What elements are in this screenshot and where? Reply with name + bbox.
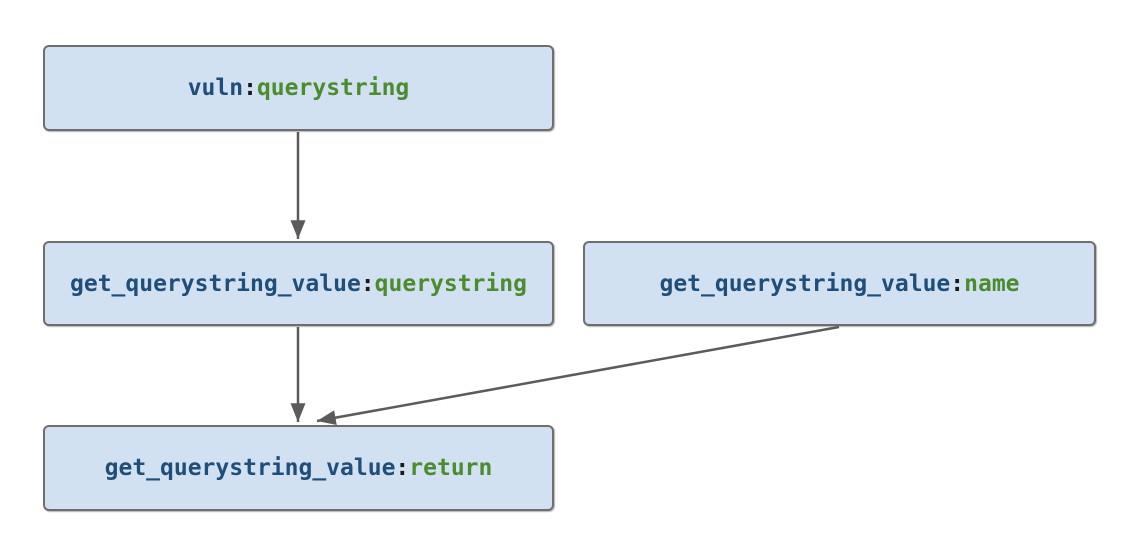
- node-scope-label: get_querystring_value: [104, 455, 396, 481]
- node-scope-label: get_querystring_value: [70, 270, 361, 297]
- node-variable-label: name: [964, 270, 1020, 297]
- node-separator: :: [243, 75, 257, 101]
- node-variable-label: return: [409, 455, 493, 481]
- node-vuln-querystring: vuln:querystring: [43, 45, 554, 131]
- node-get-querystring-value-return: get_querystring_value:return: [43, 425, 554, 511]
- node-scope-label: vuln: [187, 75, 244, 101]
- node-separator: :: [395, 455, 410, 481]
- node-scope-label: get_querystring_value: [659, 270, 951, 297]
- node-separator: :: [950, 270, 965, 297]
- node-get-querystring-value-name: get_querystring_value:name: [583, 241, 1096, 326]
- node-get-querystring-value-querystring: get_querystring_value:querystring: [43, 241, 554, 326]
- node-separator: :: [360, 270, 375, 297]
- node-variable-label: querystring: [374, 270, 527, 297]
- edge-gqv-name-to-gqv-return: [316, 325, 840, 426]
- node-variable-label: querystring: [256, 75, 410, 101]
